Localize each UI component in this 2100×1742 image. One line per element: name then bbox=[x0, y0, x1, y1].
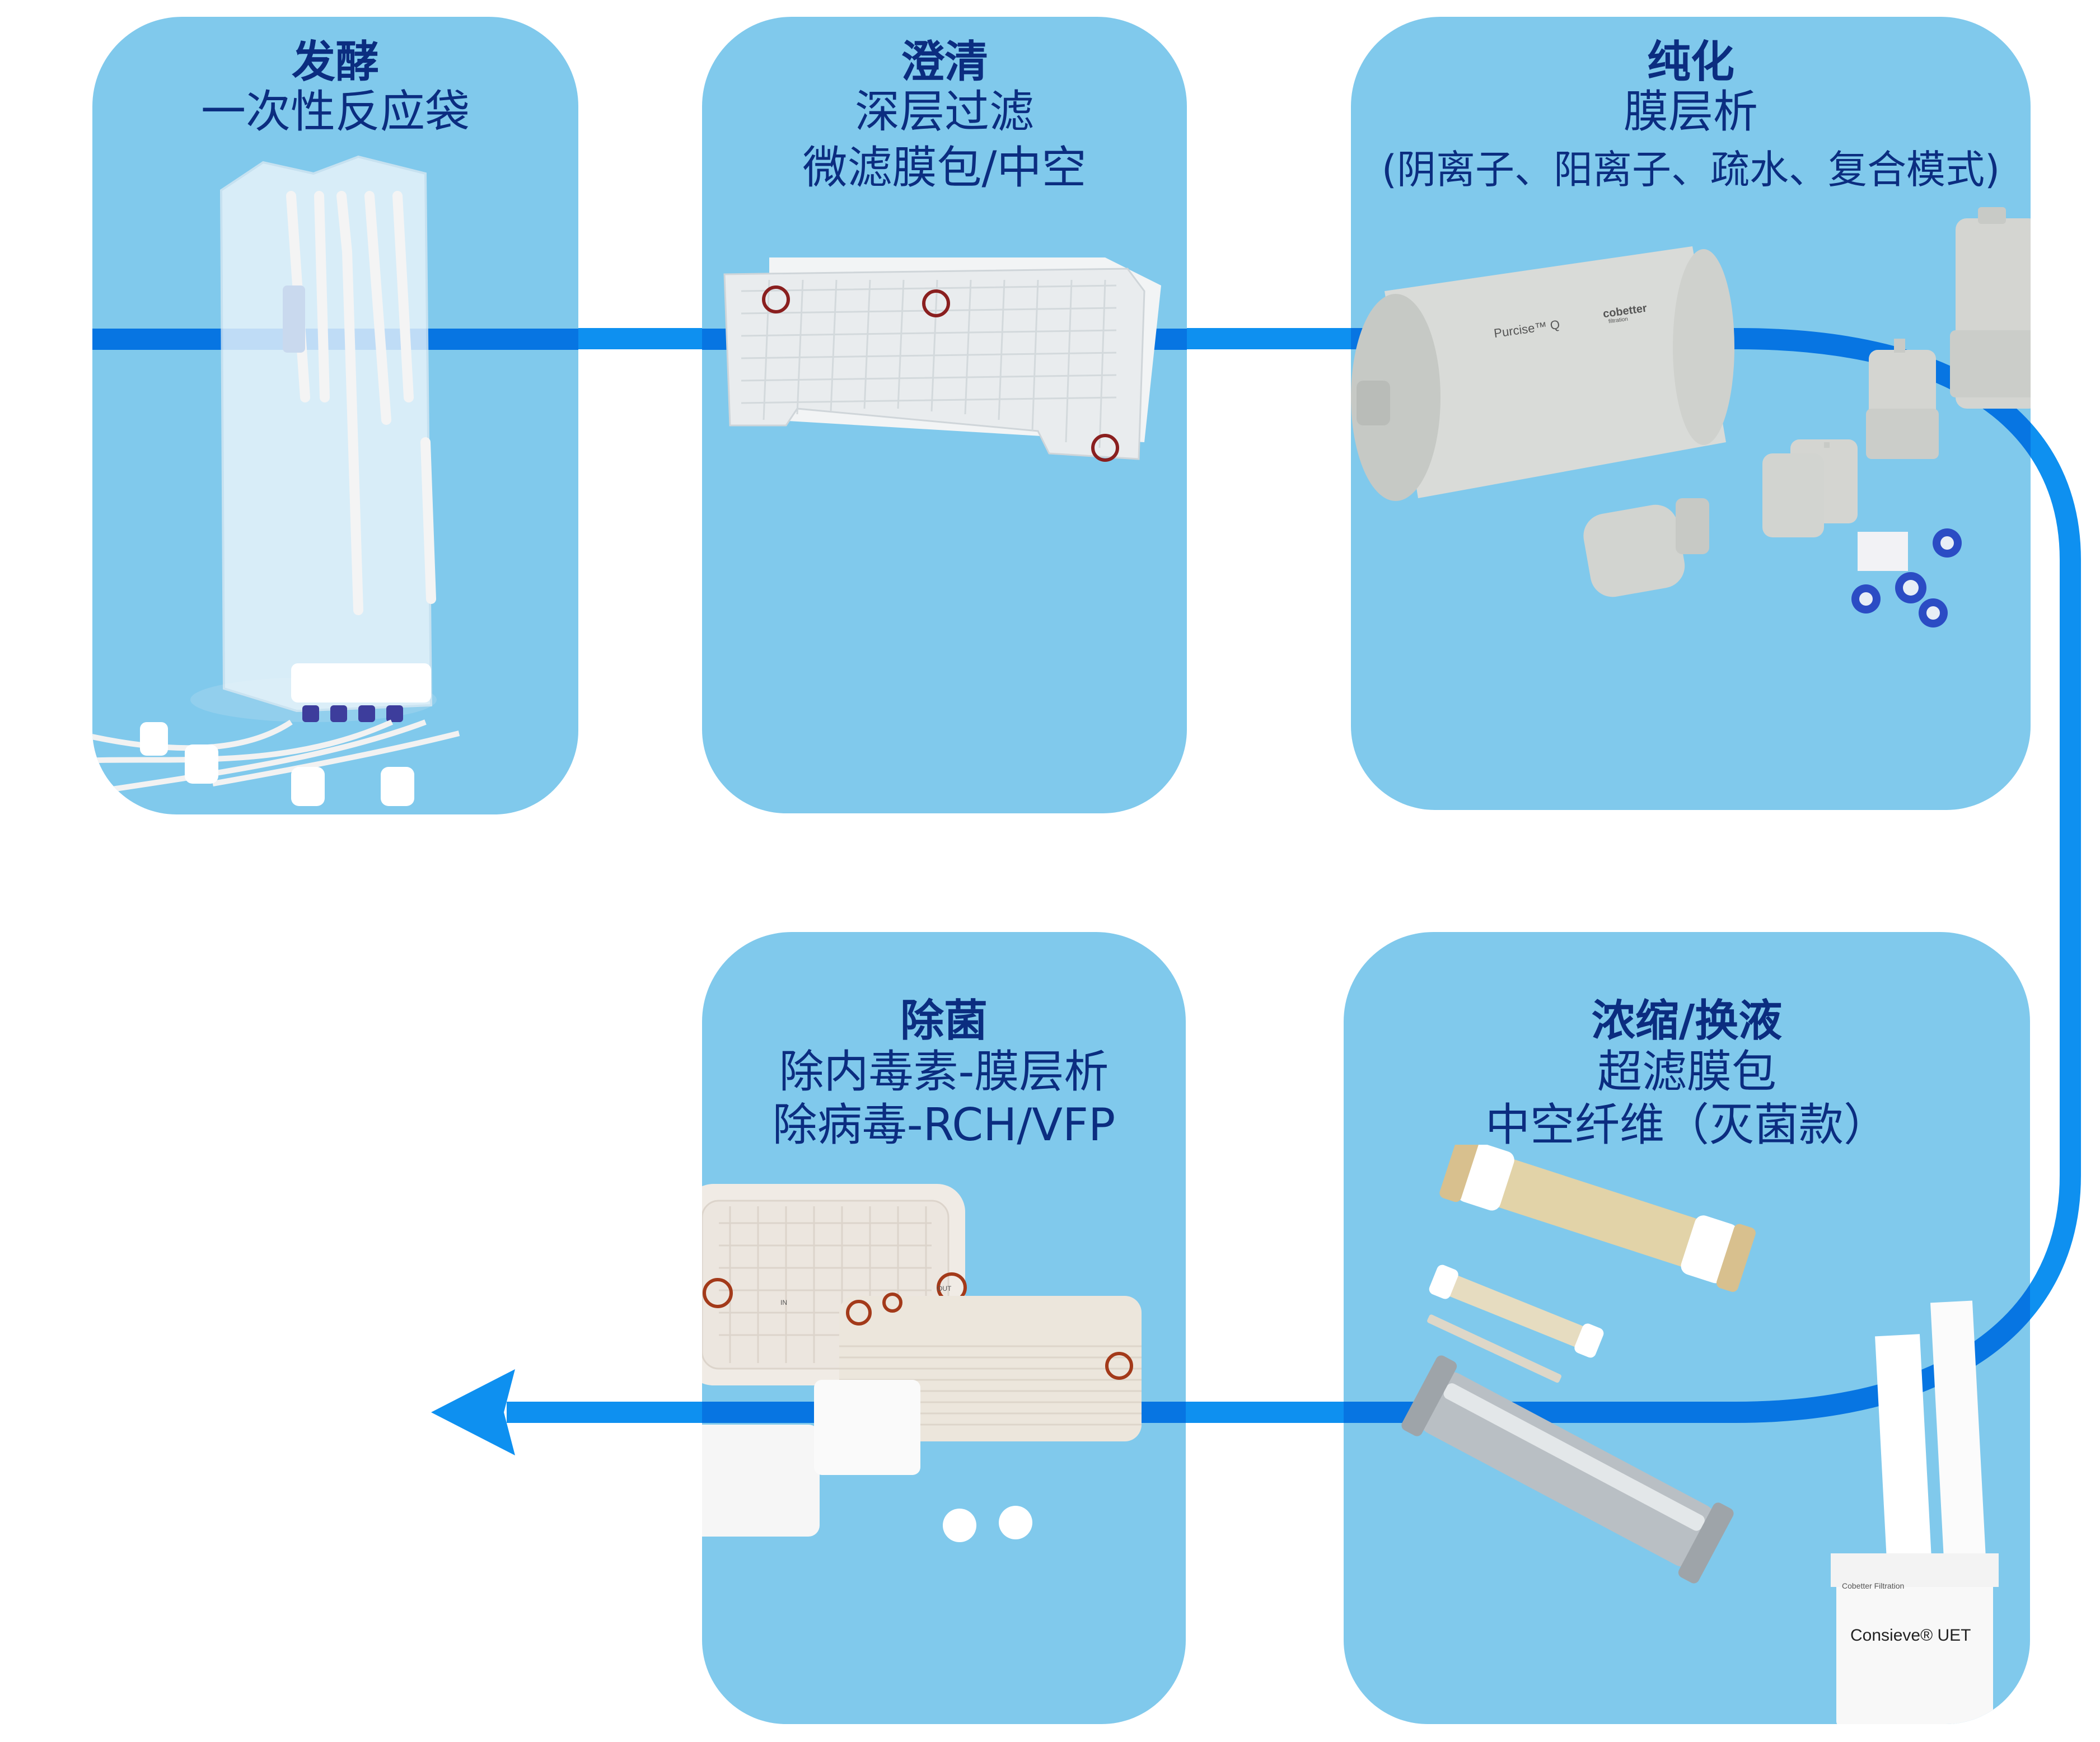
step-sterilization: 除菌 除内毒素-膜层析 除病毒-RCH/VFP IN OUT bbox=[702, 932, 1186, 1724]
step-subtitle: 膜层析 bbox=[1624, 86, 1758, 138]
step-title: 纯化 bbox=[1647, 37, 1734, 87]
step-purification: 纯化 膜层析 (阴离子、阳离子、疏水、复合模式) Purcise™ Q cobe… bbox=[1351, 17, 2031, 810]
product-maker-label: Cobetter Filtration bbox=[1842, 1581, 1905, 1590]
step-title: 发酵 bbox=[291, 37, 379, 87]
step-title: 除菌 bbox=[900, 996, 988, 1046]
port-in-label: IN bbox=[780, 1299, 787, 1306]
depth-filter-capsule-image bbox=[723, 257, 1161, 462]
step-concentration: 浓缩/换液 超滤膜包 中空纤维（灭菌款） Consieve® UET bbox=[1344, 932, 2030, 1724]
step-subtitle: 微滤膜包/中空 bbox=[802, 142, 1087, 194]
product-brand-label: Consieve® UET bbox=[1850, 1626, 1971, 1645]
membrane-chromatography-capsules-small-image bbox=[1583, 207, 2031, 628]
step-title: 浓缩/换液 bbox=[1591, 996, 1783, 1046]
membrane-chromatography-capsule-large-image bbox=[1351, 246, 1734, 501]
endotoxin-removal-capsule-image bbox=[702, 1184, 1142, 1542]
step-subtitle: 除病毒-RCH/VFP bbox=[772, 1099, 1116, 1151]
step-subtitle: 一次性反应袋 bbox=[201, 86, 470, 138]
step-subtitle: 中空纤维（灭菌款） bbox=[1485, 1099, 1888, 1151]
step-subtitle: 超滤膜包 bbox=[1597, 1046, 1776, 1098]
arrow-left-icon bbox=[431, 1369, 515, 1455]
step-clarification: 澄清 深层过滤 微滤膜包/中空 bbox=[702, 17, 1187, 813]
step-subtitle: 除内毒素-膜层析 bbox=[779, 1046, 1109, 1098]
single-use-bioreactor-bag-image bbox=[92, 155, 460, 806]
port-out-label: OUT bbox=[937, 1285, 952, 1293]
step-title: 澄清 bbox=[900, 37, 988, 87]
step-subtitle-detail: (阴离子、阳离子、疏水、复合模式) bbox=[1381, 147, 2000, 193]
hollow-fiber-modules-image bbox=[1401, 1145, 1999, 1724]
step-subtitle: 深层过滤 bbox=[855, 86, 1034, 138]
step-fermentation: 发酵 一次性反应袋 bbox=[92, 17, 578, 814]
